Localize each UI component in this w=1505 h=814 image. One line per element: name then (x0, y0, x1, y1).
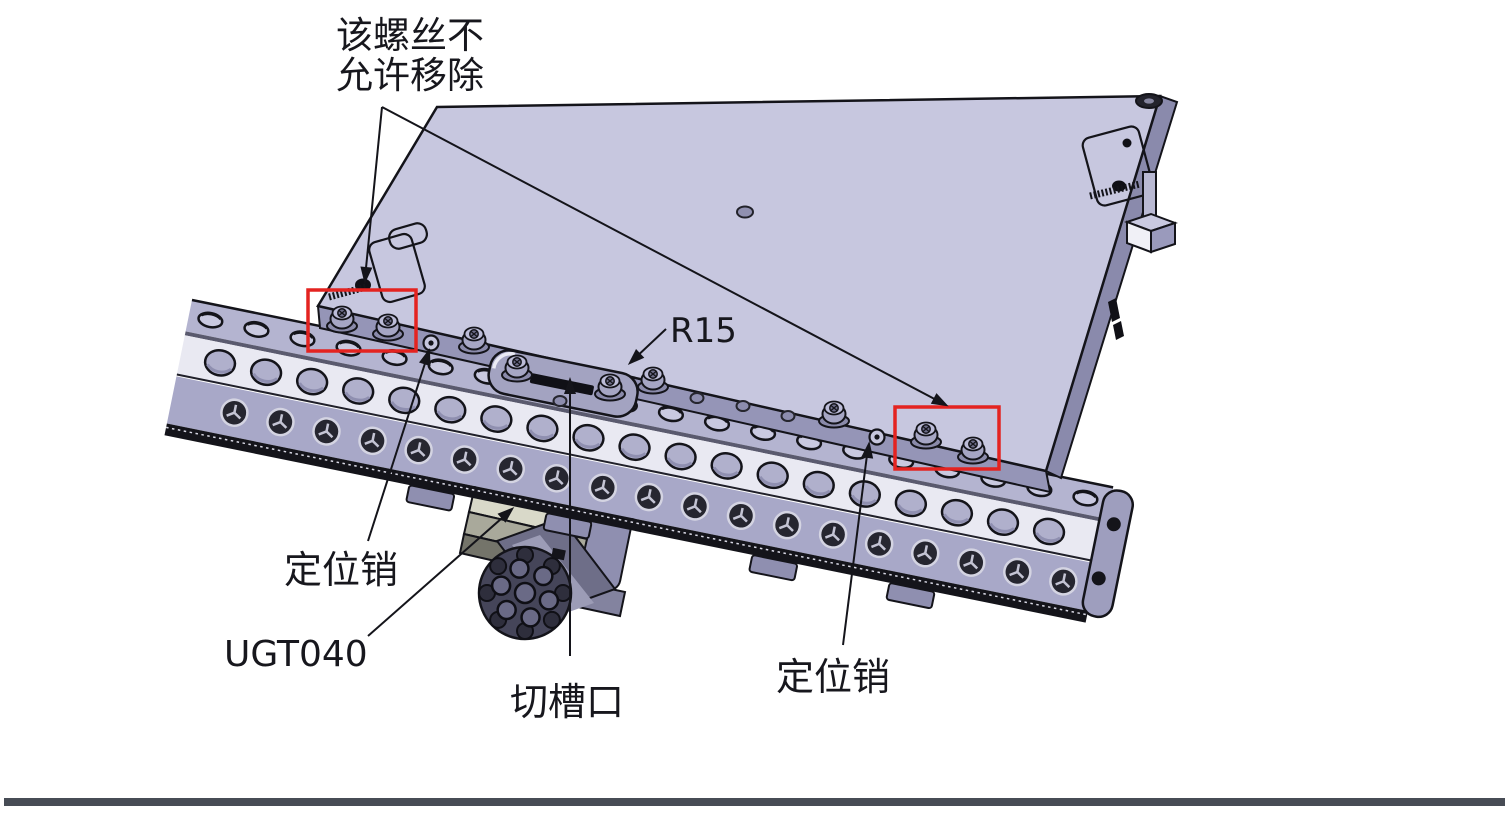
leader-r15 (625, 328, 667, 368)
label-slot: 切槽口 (510, 680, 624, 724)
bottom-divider (4, 798, 1505, 806)
tooling-rail (164, 298, 1135, 623)
label-screw-note-line1: 该螺丝不 (336, 14, 484, 57)
label-pin-left: 定位销 (284, 548, 398, 592)
rail-serrated-edge (164, 423, 1089, 623)
dothole-instance (689, 392, 705, 404)
rail-top-surface (185, 300, 1114, 519)
plate-center-hole (736, 205, 754, 219)
label-pin-right: 定位销 (776, 655, 890, 699)
leader-pin-left (367, 348, 435, 542)
cut-slot (529, 373, 594, 396)
plate-top-surface (316, 94, 1162, 473)
leader-screw-note-right (381, 106, 950, 411)
leader-pin-right (842, 442, 875, 646)
connector-ports (490, 558, 560, 628)
mounting-plate (316, 93, 1179, 494)
rail-lower-band (166, 376, 1098, 611)
tube-connector (477, 516, 617, 641)
plate-edge-marks (1108, 298, 1124, 340)
highlight-box-left (306, 288, 418, 353)
leader-lines (359, 106, 950, 656)
label-r15: R15 (670, 311, 737, 351)
leader-ugt040 (367, 504, 517, 637)
pinhole-instance (422, 334, 440, 352)
label-ugt040: UGT040 (224, 634, 368, 675)
rail-end-cap (1081, 489, 1135, 619)
dothole-instance (780, 410, 796, 422)
rail-top-lip (184, 331, 1107, 523)
plate-corner-bracket-right (1081, 93, 1178, 254)
dothole-instance (552, 395, 568, 407)
pinhole-instance (868, 428, 886, 446)
highlight-box-right (893, 405, 1001, 471)
dothole-instance (735, 400, 751, 412)
support-foot-side (1150, 221, 1176, 254)
rail-feet (405, 484, 936, 610)
leader-screw-note-left (359, 106, 383, 283)
label-screw-note-line2: 允许移除 (336, 54, 484, 97)
leader-slot (564, 379, 576, 656)
